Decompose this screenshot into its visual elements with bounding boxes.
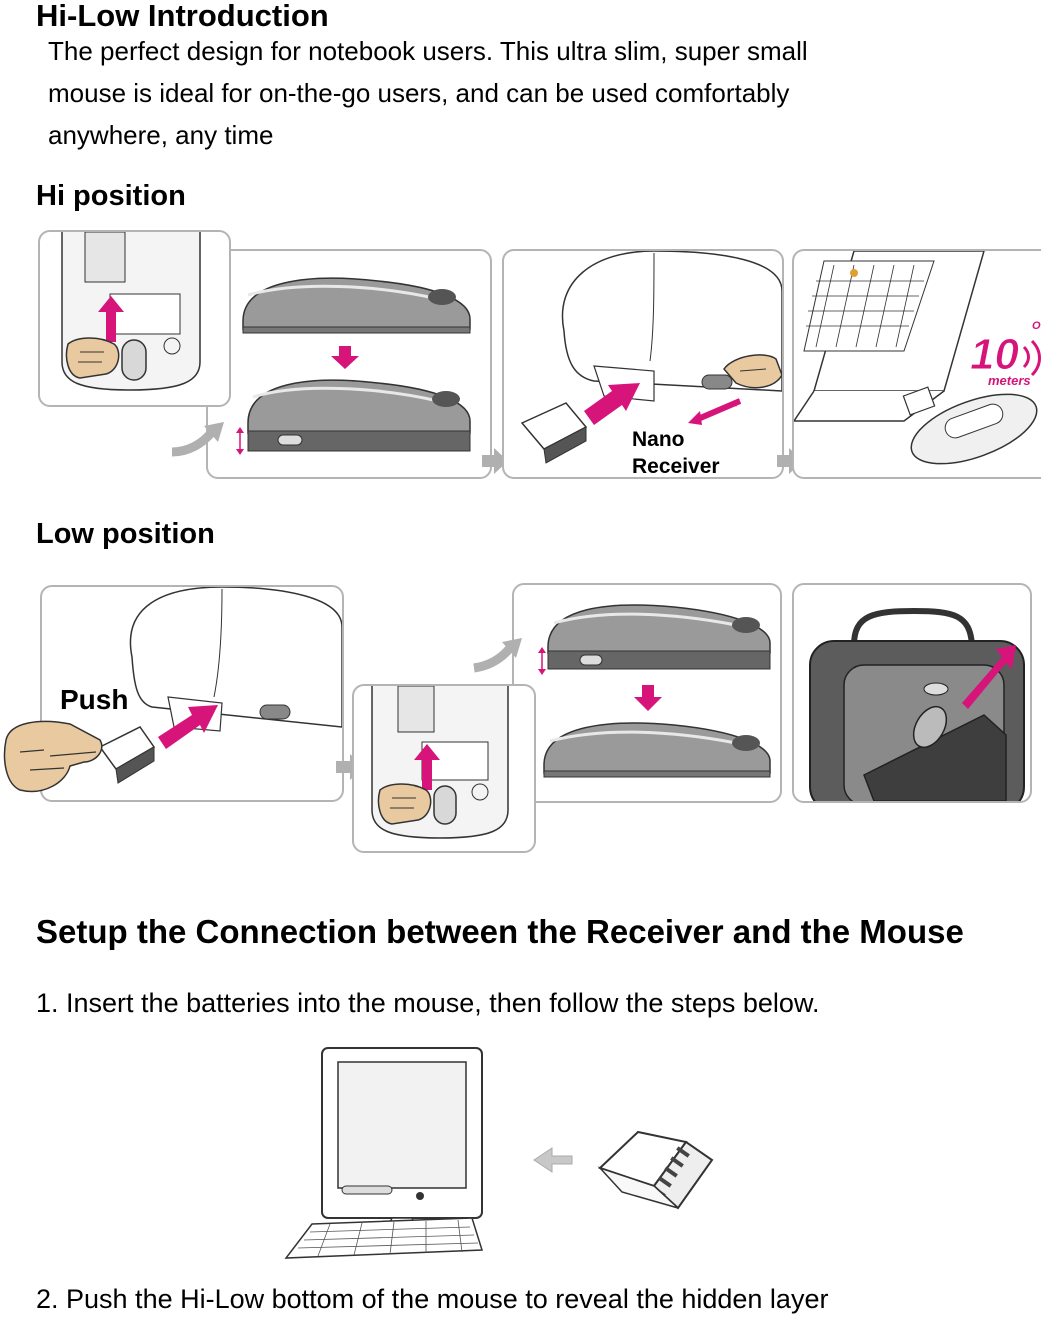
intro-paragraph: The perfect design for notebook users. T… xyxy=(48,30,1028,156)
hi-receiver-panel: Nano Receiver xyxy=(502,249,784,479)
mouse-top-icon xyxy=(910,393,1038,465)
laptop-bag-icon xyxy=(809,607,1025,801)
nano-receiver-icon xyxy=(902,386,936,416)
svg-text:10: 10 xyxy=(970,330,1019,379)
up-arrow-icon xyxy=(414,744,440,790)
laptop-icon xyxy=(794,251,985,422)
push-label: Push xyxy=(60,684,128,715)
low-mouse-bottom-panel xyxy=(352,684,536,853)
hand-icon xyxy=(3,720,103,793)
mouse-side-icon-upper xyxy=(242,277,471,334)
hi-mouse-bottom-panel xyxy=(38,230,231,407)
intro-line-1: The perfect design for notebook users. T… xyxy=(48,36,808,66)
down-arrow-icon xyxy=(331,346,359,369)
left-arrow-icon xyxy=(533,1147,573,1173)
nano-label-line-1: Nano xyxy=(632,428,685,451)
page-title: Hi-Low Introduction xyxy=(36,0,329,33)
low-bag-panel xyxy=(792,583,1032,803)
nano-receiver-icon xyxy=(520,402,588,464)
curved-arrow-icon xyxy=(171,422,224,457)
mouse-side-icon-lower xyxy=(543,722,771,778)
setup-step-2: 2. Push the Hi-Low bottom of the mouse t… xyxy=(36,1284,829,1314)
diagonal-arrow-icon xyxy=(584,383,640,425)
intro-line-3: anywhere, any time xyxy=(48,120,274,150)
mouse-side-icon-upper xyxy=(538,604,771,675)
right-arrow-icon xyxy=(482,448,508,474)
keyboard-icon xyxy=(284,1217,484,1259)
nano-receiver-icon xyxy=(98,726,156,784)
mouse-top-icon xyxy=(912,705,948,749)
hand-icon xyxy=(65,337,120,379)
low-push-panel: Push xyxy=(40,585,344,802)
svg-text:Over: Over xyxy=(1032,320,1041,332)
hand-icon xyxy=(723,354,782,389)
range-badge-icon: Over 10 meters xyxy=(970,320,1041,388)
intro-line-2: mouse is ideal for on-the-go users, and … xyxy=(48,78,790,108)
curved-arrow-icon xyxy=(473,638,522,673)
nano-receiver-icon xyxy=(597,1130,714,1210)
up-arrow-icon xyxy=(98,296,124,342)
diagonal-arrow-icon xyxy=(962,645,1016,709)
hi-mouse-side-panel xyxy=(206,249,492,479)
diagonal-arrow-icon xyxy=(158,705,218,749)
hand-icon xyxy=(377,783,432,825)
hi-range-panel: Over 10 meters xyxy=(792,249,1041,479)
svg-text:meters: meters xyxy=(988,373,1031,388)
mouse-side-icon-lower xyxy=(236,379,471,455)
low-mouse-side-panel xyxy=(512,583,782,803)
monitor-icon xyxy=(321,1047,483,1245)
low-position-heading: Low position xyxy=(36,518,215,550)
setup-step-1: 1. Insert the batteries into the mouse, … xyxy=(36,988,820,1018)
right-arrow-icon xyxy=(777,448,803,474)
setup-illustration xyxy=(284,1047,714,1259)
nano-label-line-2: Receiver xyxy=(632,455,720,477)
down-arrow-icon xyxy=(634,685,662,711)
hi-position-heading: Hi position xyxy=(36,180,186,212)
setup-heading: Setup the Connection between the Receive… xyxy=(36,913,964,950)
